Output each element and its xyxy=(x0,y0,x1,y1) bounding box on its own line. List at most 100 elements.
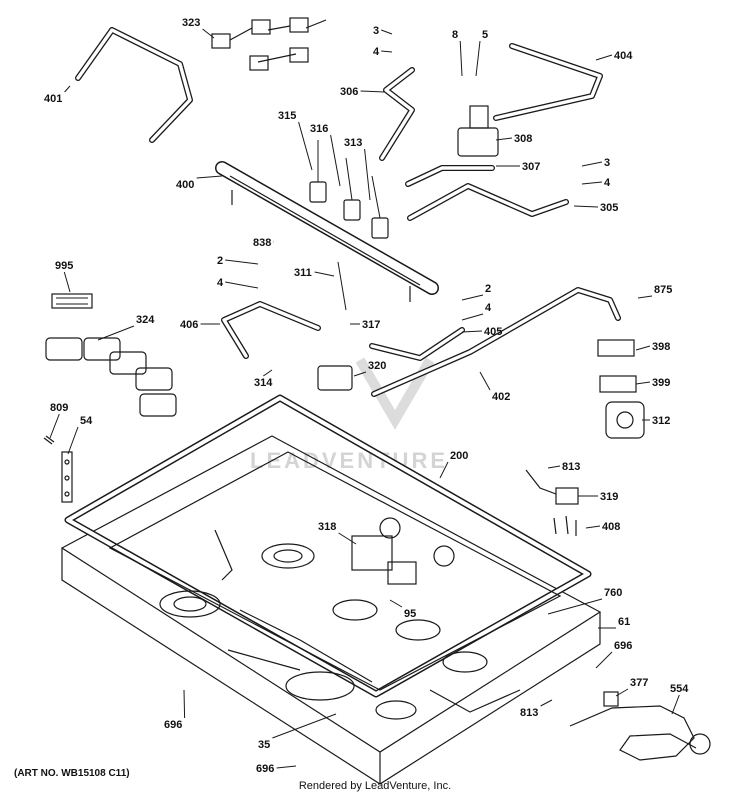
part-callout-3[interactable]: 3 xyxy=(604,157,610,169)
callout-leader-35 xyxy=(272,713,337,739)
part-callout-838[interactable]: 838 xyxy=(253,237,271,249)
side-bracket xyxy=(43,435,73,503)
spark-module xyxy=(317,365,353,391)
callout-leader-320 xyxy=(353,371,367,377)
part-callout-4[interactable]: 4 xyxy=(217,277,224,289)
igniter-harness xyxy=(211,17,327,71)
part-callout-306[interactable]: 306 xyxy=(340,86,358,98)
callout-leader-3 xyxy=(581,161,603,167)
part-callout-312[interactable]: 312 xyxy=(652,415,670,427)
part-callout-2[interactable]: 2 xyxy=(217,255,223,267)
callout-leader-809 xyxy=(49,413,60,439)
part-callout-554[interactable]: 554 xyxy=(670,683,689,695)
callout-leader-404 xyxy=(595,54,613,61)
part-callout-696[interactable]: 696 xyxy=(164,719,182,731)
callout-leader-377 xyxy=(615,688,629,697)
part-callout-809[interactable]: 809 xyxy=(50,402,68,414)
callout-leader-995 xyxy=(63,271,71,293)
part-callout-399[interactable]: 399 xyxy=(652,377,670,389)
callout-leader-4 xyxy=(461,313,484,321)
callout-leader-399 xyxy=(635,381,651,385)
callout-leader-696 xyxy=(595,651,613,669)
part-callout-995[interactable]: 995 xyxy=(55,260,73,272)
callout-leader-4 xyxy=(581,181,603,185)
part-callout-404[interactable]: 404 xyxy=(614,50,633,62)
callout-leader-54 xyxy=(67,426,79,455)
callout-leader-315 xyxy=(298,121,313,171)
watermark-logo: LEADVENTURE xyxy=(250,357,445,473)
callout-layer: 323 3 4 8 5 404 401 306 315 316 313 308 307 3 4 400 305 8… xyxy=(44,17,689,775)
part-callout-319[interactable]: 319 xyxy=(600,491,618,503)
callout-leader-400 xyxy=(196,175,223,179)
callout-leader-324 xyxy=(97,325,135,341)
callout-leader-318 xyxy=(338,532,357,545)
part-callout-405[interactable]: 405 xyxy=(484,326,502,338)
part-callout-313[interactable]: 313 xyxy=(344,137,362,149)
part-callout-317[interactable]: 317 xyxy=(362,319,380,331)
part-callout-305[interactable]: 305 xyxy=(600,202,618,214)
callout-leader-305 xyxy=(573,205,599,208)
part-callout-875[interactable]: 875 xyxy=(654,284,672,296)
part-callout-377[interactable]: 377 xyxy=(630,677,648,689)
part-callout-54[interactable]: 54 xyxy=(80,415,93,427)
part-callout-308[interactable]: 308 xyxy=(514,133,532,145)
part-callout-406[interactable]: 406 xyxy=(180,319,198,331)
part-callout-401[interactable]: 401 xyxy=(44,93,62,105)
knobs xyxy=(45,337,177,417)
valve-assembly xyxy=(457,105,499,157)
part-callout-402[interactable]: 402 xyxy=(492,391,510,403)
part-callout-307[interactable]: 307 xyxy=(522,161,540,173)
callout-leader-2 xyxy=(225,259,259,265)
part-callout-314[interactable]: 314 xyxy=(254,377,273,389)
part-callout-400[interactable]: 400 xyxy=(176,179,194,191)
part-callout-316[interactable]: 316 xyxy=(310,123,328,135)
switch-assembly xyxy=(525,469,579,536)
part-callout-5[interactable]: 5 xyxy=(482,29,488,41)
callout-leader-200 xyxy=(439,461,449,479)
part-callout-696[interactable]: 696 xyxy=(256,763,274,775)
art-number: (ART NO. WB15108 C11) xyxy=(14,768,130,779)
callout-leader-3 xyxy=(381,29,393,35)
callout-leader-316 xyxy=(330,134,341,187)
terminal-block xyxy=(351,535,417,585)
callout-leader-311 xyxy=(314,271,335,277)
part-callout-320[interactable]: 320 xyxy=(368,360,386,372)
callout-leader-4 xyxy=(381,50,393,53)
part-callout-318[interactable]: 318 xyxy=(318,521,336,533)
part-callout-200[interactable]: 200 xyxy=(450,450,468,462)
callout-leader-813 xyxy=(540,699,553,707)
part-callout-8[interactable]: 8 xyxy=(452,29,458,41)
part-callout-813[interactable]: 813 xyxy=(562,461,580,473)
callout-leader-401 xyxy=(64,85,71,93)
part-callout-95[interactable]: 95 xyxy=(404,608,416,620)
part-callout-4[interactable]: 4 xyxy=(485,302,492,314)
callout-leader-8 xyxy=(459,40,463,77)
part-callout-408[interactable]: 408 xyxy=(602,521,620,533)
part-callout-760[interactable]: 760 xyxy=(604,587,622,599)
callout-leader-313 xyxy=(364,148,371,201)
burner-manifold xyxy=(215,161,439,302)
part-callout-398[interactable]: 398 xyxy=(652,341,670,353)
callout-leader-402 xyxy=(479,371,491,391)
part-callout-315[interactable]: 315 xyxy=(278,110,296,122)
callout-leader-554 xyxy=(671,694,680,715)
burner-openings xyxy=(159,517,488,720)
part-callout-35[interactable]: 35 xyxy=(258,739,270,751)
part-callout-3[interactable]: 3 xyxy=(373,25,379,37)
part-callout-2[interactable]: 2 xyxy=(485,283,491,295)
part-callout-813[interactable]: 813 xyxy=(520,707,538,719)
part-callout-61[interactable]: 61 xyxy=(618,616,630,628)
callout-leader-696 xyxy=(276,765,297,769)
callout-leader-323 xyxy=(202,28,215,39)
part-callout-696[interactable]: 696 xyxy=(614,640,632,652)
part-callout-4[interactable]: 4 xyxy=(604,177,611,189)
callout-leader-405 xyxy=(461,330,483,333)
part-callout-323[interactable]: 323 xyxy=(182,17,200,29)
gas-tubes xyxy=(75,27,621,397)
callout-leader-813 xyxy=(547,465,561,469)
part-callout-4[interactable]: 4 xyxy=(373,46,380,58)
part-callout-311[interactable]: 311 xyxy=(294,267,312,279)
part-callout-324[interactable]: 324 xyxy=(136,314,155,326)
